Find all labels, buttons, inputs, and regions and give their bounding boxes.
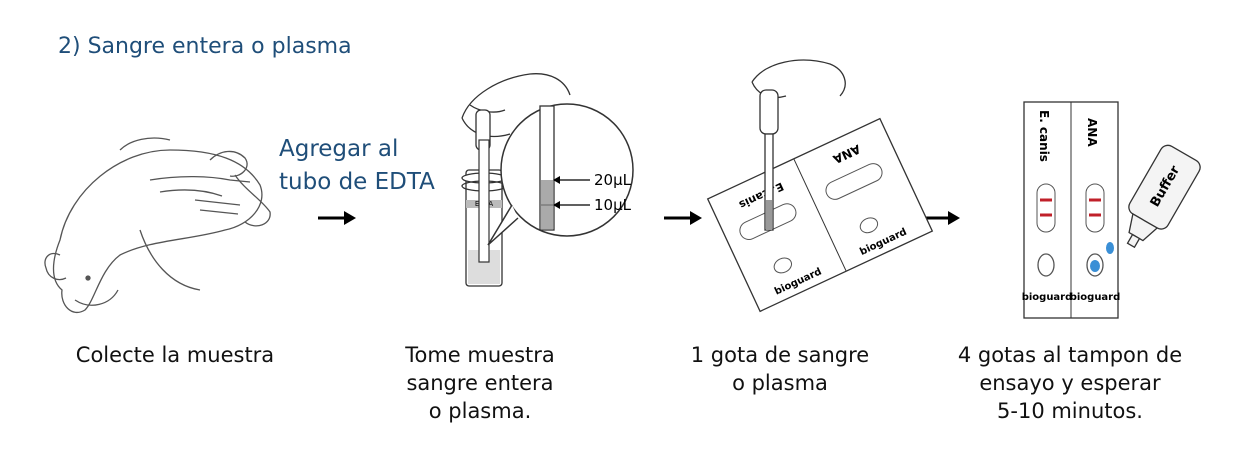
- mark-10ul: 10μL: [594, 196, 632, 214]
- pipette-zoom: 20μL 10μL: [487, 103, 634, 246]
- brand-left: bioguard: [1022, 292, 1073, 303]
- buffer-drop: [1106, 242, 1114, 254]
- edta-tube: EDTA: [461, 139, 507, 287]
- label-ana: ANA: [1085, 118, 1099, 147]
- brand-right: bioguard: [1070, 292, 1121, 303]
- sample-well-drop: [1090, 260, 1100, 272]
- edta-note-line-2: tubo de EDTA: [279, 169, 435, 195]
- arrow-1: [318, 211, 356, 225]
- step-4-line-3: 5-10 minutos.: [997, 399, 1143, 423]
- step-2-line-2: sangre entera: [406, 371, 554, 395]
- step-3-line-1: 1 gota de sangre: [690, 343, 870, 367]
- step-3-caption: 1 gota de sangre o plasma: [660, 341, 900, 397]
- mark-20ul: 20μL: [594, 171, 632, 189]
- hand-pipette-drop: [751, 59, 846, 231]
- step-4-line-1: 4 gotas al tampon de: [957, 343, 1183, 367]
- arrow-2: [664, 211, 702, 225]
- edta-note-line-1: Agregar al: [279, 136, 399, 162]
- dog-sample-illustration: [44, 137, 271, 314]
- step-1-line-1: Colecte la muestra: [75, 343, 275, 367]
- step-1-caption: Colecte la muestra: [40, 341, 310, 369]
- tilted-cassette: E. canis ANA bioguard bioguard: [706, 117, 934, 313]
- step-4-line-2: ensayo y esperar: [979, 371, 1161, 395]
- edta-note: Agregar al tubo de EDTA: [279, 133, 435, 199]
- step-3-line-2: o plasma: [732, 371, 828, 395]
- step-4-caption: 4 gotas al tampon de ensayo y esperar 5-…: [930, 341, 1210, 425]
- step-2-line-1: Tome muestra: [405, 343, 555, 367]
- step-2-line-3: o plasma.: [428, 399, 532, 423]
- step-2-caption: Tome muestra sangre entera o plasma.: [360, 341, 600, 425]
- label-ecanis: E. canis: [1037, 110, 1051, 162]
- page-title: 2) Sangre entera o plasma: [58, 34, 352, 59]
- buffer-bottle: Buffer: [1126, 144, 1201, 249]
- upright-cassette: E. canis ANA bioguard bioguard: [1022, 101, 1121, 319]
